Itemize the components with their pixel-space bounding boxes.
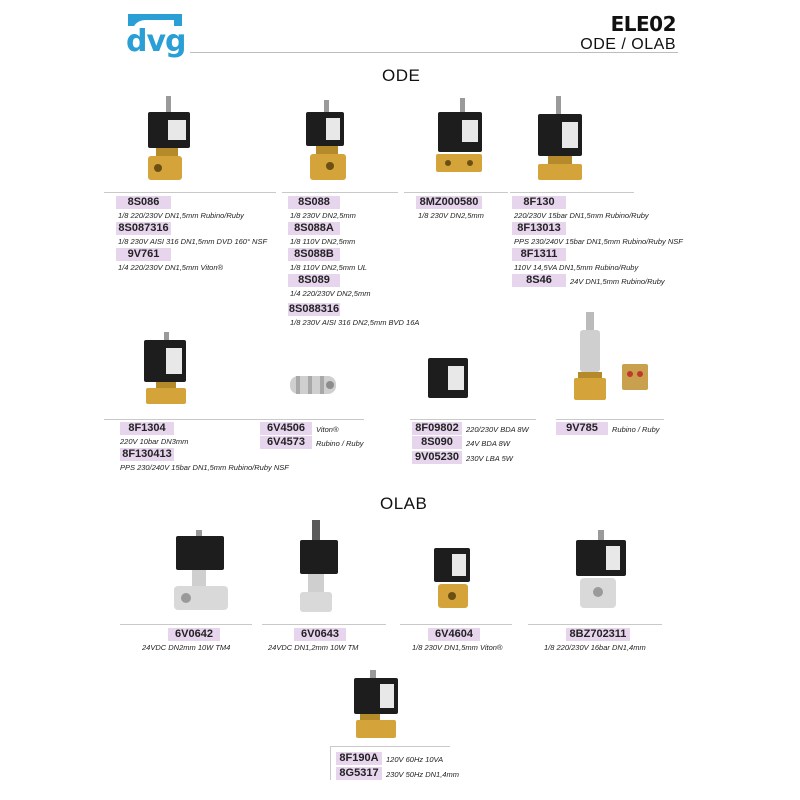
product-desc: 24V DN1,5mm Rubino/Ruby [570, 277, 665, 286]
product-code: 8F1304 [120, 422, 174, 435]
product-desc: 24V BDA 8W [466, 439, 510, 448]
product-desc: 110V 14,5VA DN1,5mm Rubino/Ruby [514, 263, 639, 272]
valve-6v0643-image [300, 520, 338, 612]
product-desc: 1/8 220/230V 16bar DN1,4mm [544, 643, 646, 652]
product-desc: Rubino / Ruby [612, 425, 660, 434]
product-code: 8S086 [116, 196, 171, 209]
product-code: 8F1311 [512, 248, 566, 261]
product-desc: 1/8 230V DN2,5mm [418, 211, 484, 220]
product-code: 9V761 [116, 248, 171, 261]
logo-text: dvg [126, 24, 187, 59]
product-desc: PPS 230/240V 15bar DN1,5mm Rubino/Ruby N… [120, 463, 289, 472]
product-desc: 24VDC DN2mm 10W TM4 [142, 643, 231, 652]
product-desc: 220V 10bar DN3mm [120, 437, 189, 446]
product-code: 8S090 [412, 436, 462, 449]
dvg-logo [128, 14, 182, 26]
product-desc: 1/8 230V AISI 316 DN2,5mm BVD 16A [290, 318, 420, 327]
section-title-ode: ODE [382, 66, 421, 85]
divider-g3 [404, 192, 508, 193]
product-code: 8F09802 [412, 422, 462, 435]
product-code: 8S088 [288, 196, 340, 209]
product-desc: 1/8 220/230V DN1,5mm Rubino/Ruby [118, 211, 244, 220]
product-code: 6V4573 [260, 436, 312, 449]
product-code: 6V0643 [294, 628, 346, 641]
valve-6v4604-image [434, 548, 470, 608]
valve-6v0642-image [174, 530, 228, 610]
header-divider [190, 52, 678, 53]
product-desc: 120V 60Hz 10VA [386, 755, 444, 764]
page-subtitle: ODE / OLAB [580, 36, 676, 53]
valve-8f130-image [538, 96, 582, 180]
product-code: 6V4506 [260, 422, 312, 435]
divider-g13-vertical [330, 746, 331, 780]
divider-g13 [330, 746, 450, 747]
product-desc: 1/8 110V DN2,5mm [290, 237, 356, 246]
product-code: 8S089 [288, 274, 340, 287]
valve-8f190a-image [354, 670, 398, 738]
product-desc: 1/8 110V DN2,5mm UL [290, 263, 367, 272]
product-code: 9V05230 [412, 451, 462, 464]
divider-g6 [260, 419, 364, 420]
product-desc: 230V LBA 5W [466, 454, 513, 463]
divider-g10 [262, 624, 386, 625]
valve-8s088-image [306, 100, 346, 180]
valve-8f1304-image [144, 332, 186, 404]
section-title-olab: OLAB [380, 494, 428, 513]
armature-6v4506-image [290, 376, 336, 394]
divider-g4 [510, 192, 634, 193]
product-code: 8S087316 [116, 222, 171, 235]
valve-8mz000580-image [436, 98, 482, 172]
product-code: 6V4604 [428, 628, 480, 641]
product-desc: 220/230V 15bar DN1,5mm Rubino/Ruby [514, 211, 649, 220]
product-code: 9V785 [556, 422, 608, 435]
product-desc: 24VDC DN1,2mm 10W TM [268, 643, 359, 652]
product-code: 8F13013 [512, 222, 566, 235]
product-desc: Viton® [316, 425, 339, 434]
product-desc: 220/230V BDA 8W [466, 425, 529, 434]
product-code: 8MZ000580 [416, 196, 482, 209]
divider-g12 [528, 624, 662, 625]
divider-g2 [282, 192, 398, 193]
divider-g7 [410, 419, 536, 420]
divider-g5 [104, 419, 270, 420]
divider-g8 [556, 419, 664, 420]
product-code: 8S088316 [288, 303, 340, 316]
product-code: 8S088B [288, 248, 340, 261]
product-desc: 1/8 230V AISI 316 DN1,5mm DVD 160° NSF [118, 237, 268, 246]
page-code: ELE02 [610, 12, 677, 36]
product-desc: 1/4 220/230V DN2,5mm [290, 289, 371, 298]
product-code: 8G5317 [336, 767, 382, 780]
valve-8bz702311-image [576, 530, 626, 608]
product-desc: 230V 50Hz DN1,4mm [386, 770, 459, 779]
product-desc: 1/8 230V DN1,5mm Viton® [412, 643, 503, 652]
divider-g11 [400, 624, 512, 625]
divider-g1 [104, 192, 276, 193]
divider-g9 [120, 624, 252, 625]
product-code: 6V0642 [168, 628, 220, 641]
product-code: 8F130 [512, 196, 566, 209]
product-code: 8BZ702311 [566, 628, 630, 641]
coil-8f09802-image [428, 358, 468, 398]
valve-8s086-image [148, 96, 190, 180]
product-code: 8S088A [288, 222, 340, 235]
product-desc: Rubino / Ruby [316, 439, 364, 448]
product-code: 8S46 [512, 274, 566, 287]
product-desc: 1/4 220/230V DN1,5mm Viton® [118, 263, 224, 272]
product-desc: 1/8 230V DN2,5mm [290, 211, 356, 220]
product-code: 8F190A [336, 752, 382, 765]
valve-9v785-image [574, 312, 648, 400]
product-code: 8F130413 [120, 448, 174, 461]
product-desc: PPS 230/240V 15bar DN1,5mm Rubino/Ruby N… [514, 237, 683, 246]
